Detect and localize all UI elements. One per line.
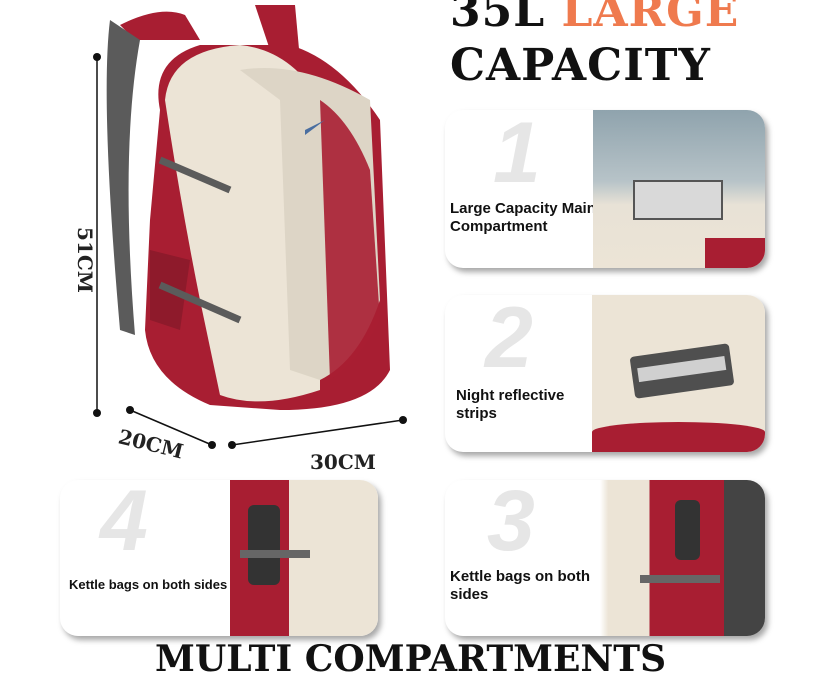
headline-line-2: CAPACITY [450,40,711,91]
feature-label: Kettle bags on both sides [450,568,590,603]
footer-title: MULTI COMPARTMENTS [155,638,667,680]
main-compartment-photo [593,110,765,268]
feature-label: Kettle bags on both sides [69,577,228,592]
reflective-strip-photo [592,295,765,452]
feature-number: 4 [100,480,148,569]
side-pocket-photo [230,480,378,636]
feature-number: 2 [485,295,533,386]
feature-card-3: 3 Kettle bags on both sides [445,480,765,636]
feature-number: 1 [493,110,541,201]
feature-card-2: 2 Night reflective strips [445,295,765,452]
feature-card-1: 1 Large Capacity Main Compartment [445,110,765,268]
feature-card-4: 4 Kettle bags on both sides [60,480,378,636]
headline-line-1: 35L LARGE [450,0,739,37]
capacity-text: 35L [450,0,546,37]
width-label: 30CM [310,450,376,474]
large-text: LARGE [561,0,740,37]
backpack-image [93,5,407,449]
side-pocket-photo [600,480,765,636]
feature-label: Large Capacity Main Compartment [450,200,596,235]
feature-number: 3 [487,480,535,569]
depth-dimension-line [129,409,213,446]
feature-label: Night reflective strips [456,387,565,422]
width-dimension-line [231,419,404,446]
height-label: 51CM [72,227,97,293]
